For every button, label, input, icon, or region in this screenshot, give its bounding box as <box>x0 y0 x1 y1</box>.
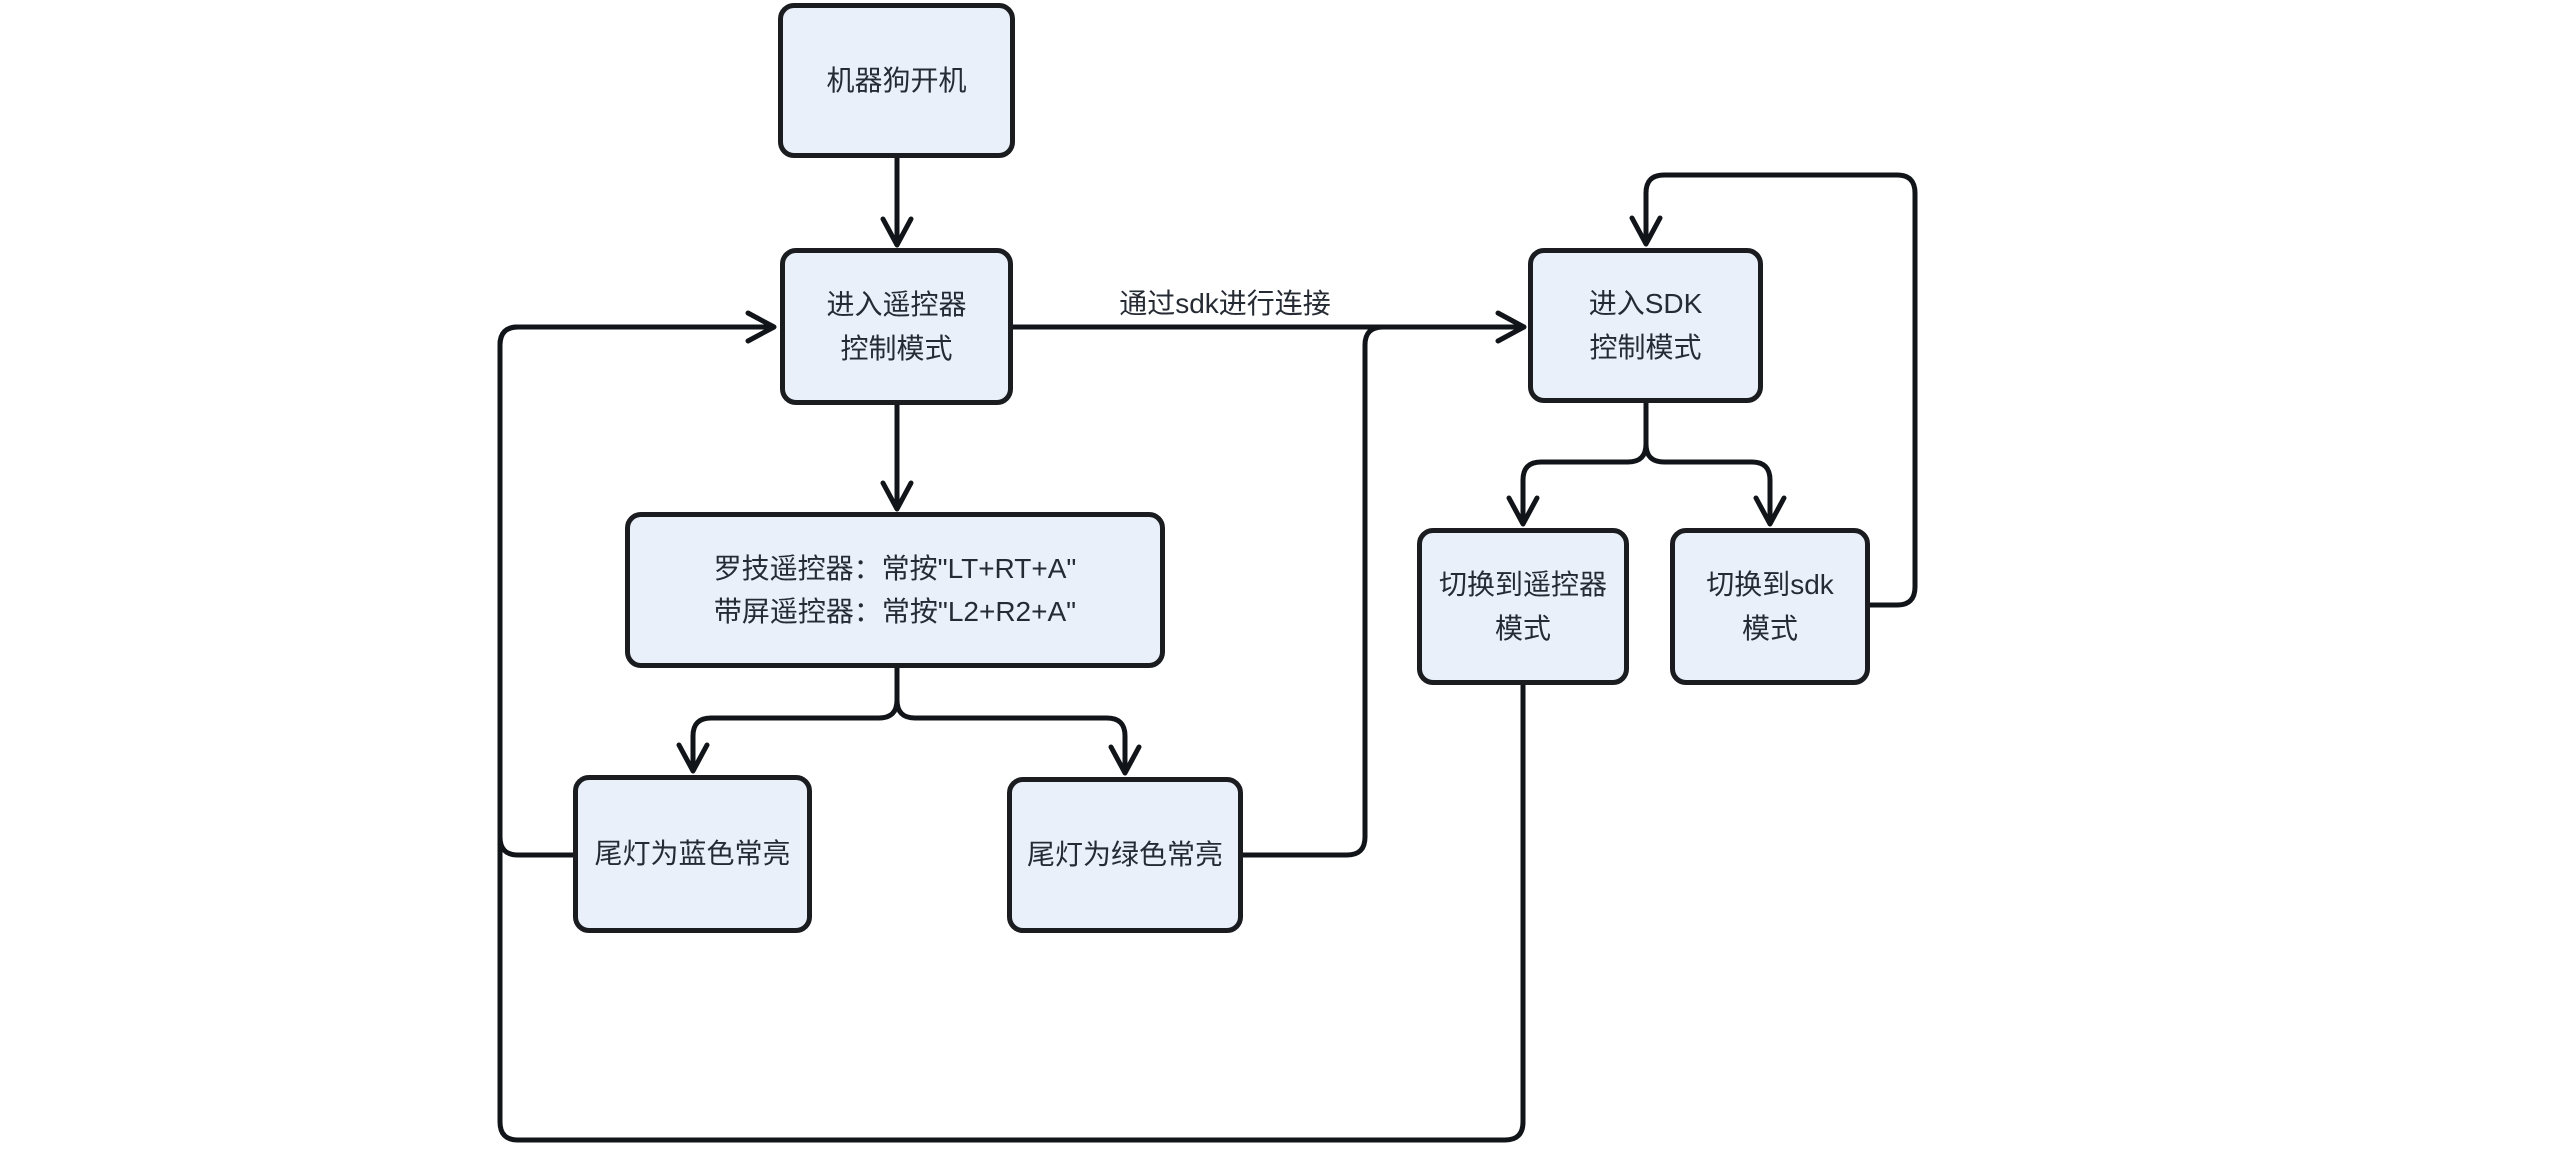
arrowhead-right-icon <box>745 310 777 344</box>
arrowhead-down-icon <box>1506 495 1540 527</box>
node-sdk-control-mode: 进入SDK 控制模式 <box>1528 248 1763 403</box>
node-robot-power-on: 机器狗开机 <box>778 3 1015 158</box>
node-remote-button-combo: 罗技遥控器：常按"LT+RT+A" 带屏遥控器：常按"L2+R2+A" <box>625 512 1165 668</box>
edge-sdk-to-switch-remote <box>1520 403 1649 519</box>
edge-switch-remote-loop <box>497 324 1526 1143</box>
node-switch-to-sdk: 切换到sdk 模式 <box>1670 528 1870 685</box>
edge-sdk-to-switch-sdk <box>1643 403 1773 519</box>
arrowhead-down-icon <box>1753 495 1787 527</box>
node-tail-light-green: 尾灯为绿色常亮 <box>1007 777 1243 933</box>
node-remote-control-mode: 进入遥控器 控制模式 <box>780 248 1013 405</box>
arrowhead-down-icon <box>1108 744 1142 776</box>
edge-green-to-sdk <box>1243 324 1519 858</box>
arrowhead-down-icon <box>676 742 710 774</box>
arrowhead-down-icon <box>880 480 914 512</box>
arrowhead-down-icon <box>1629 215 1663 247</box>
edge-combo-to-green <box>894 668 1128 768</box>
edge-switch-sdk-loop <box>1643 172 1918 608</box>
edge-combo-to-blue <box>690 668 900 766</box>
edge-label-sdk-connect: 通过sdk进行连接 <box>1111 282 1339 322</box>
arrowhead-down-icon <box>880 216 914 248</box>
node-switch-to-remote: 切换到遥控器 模式 <box>1417 528 1629 685</box>
arrowhead-right-icon <box>1495 310 1527 344</box>
node-tail-light-blue: 尾灯为蓝色常亮 <box>573 775 812 933</box>
